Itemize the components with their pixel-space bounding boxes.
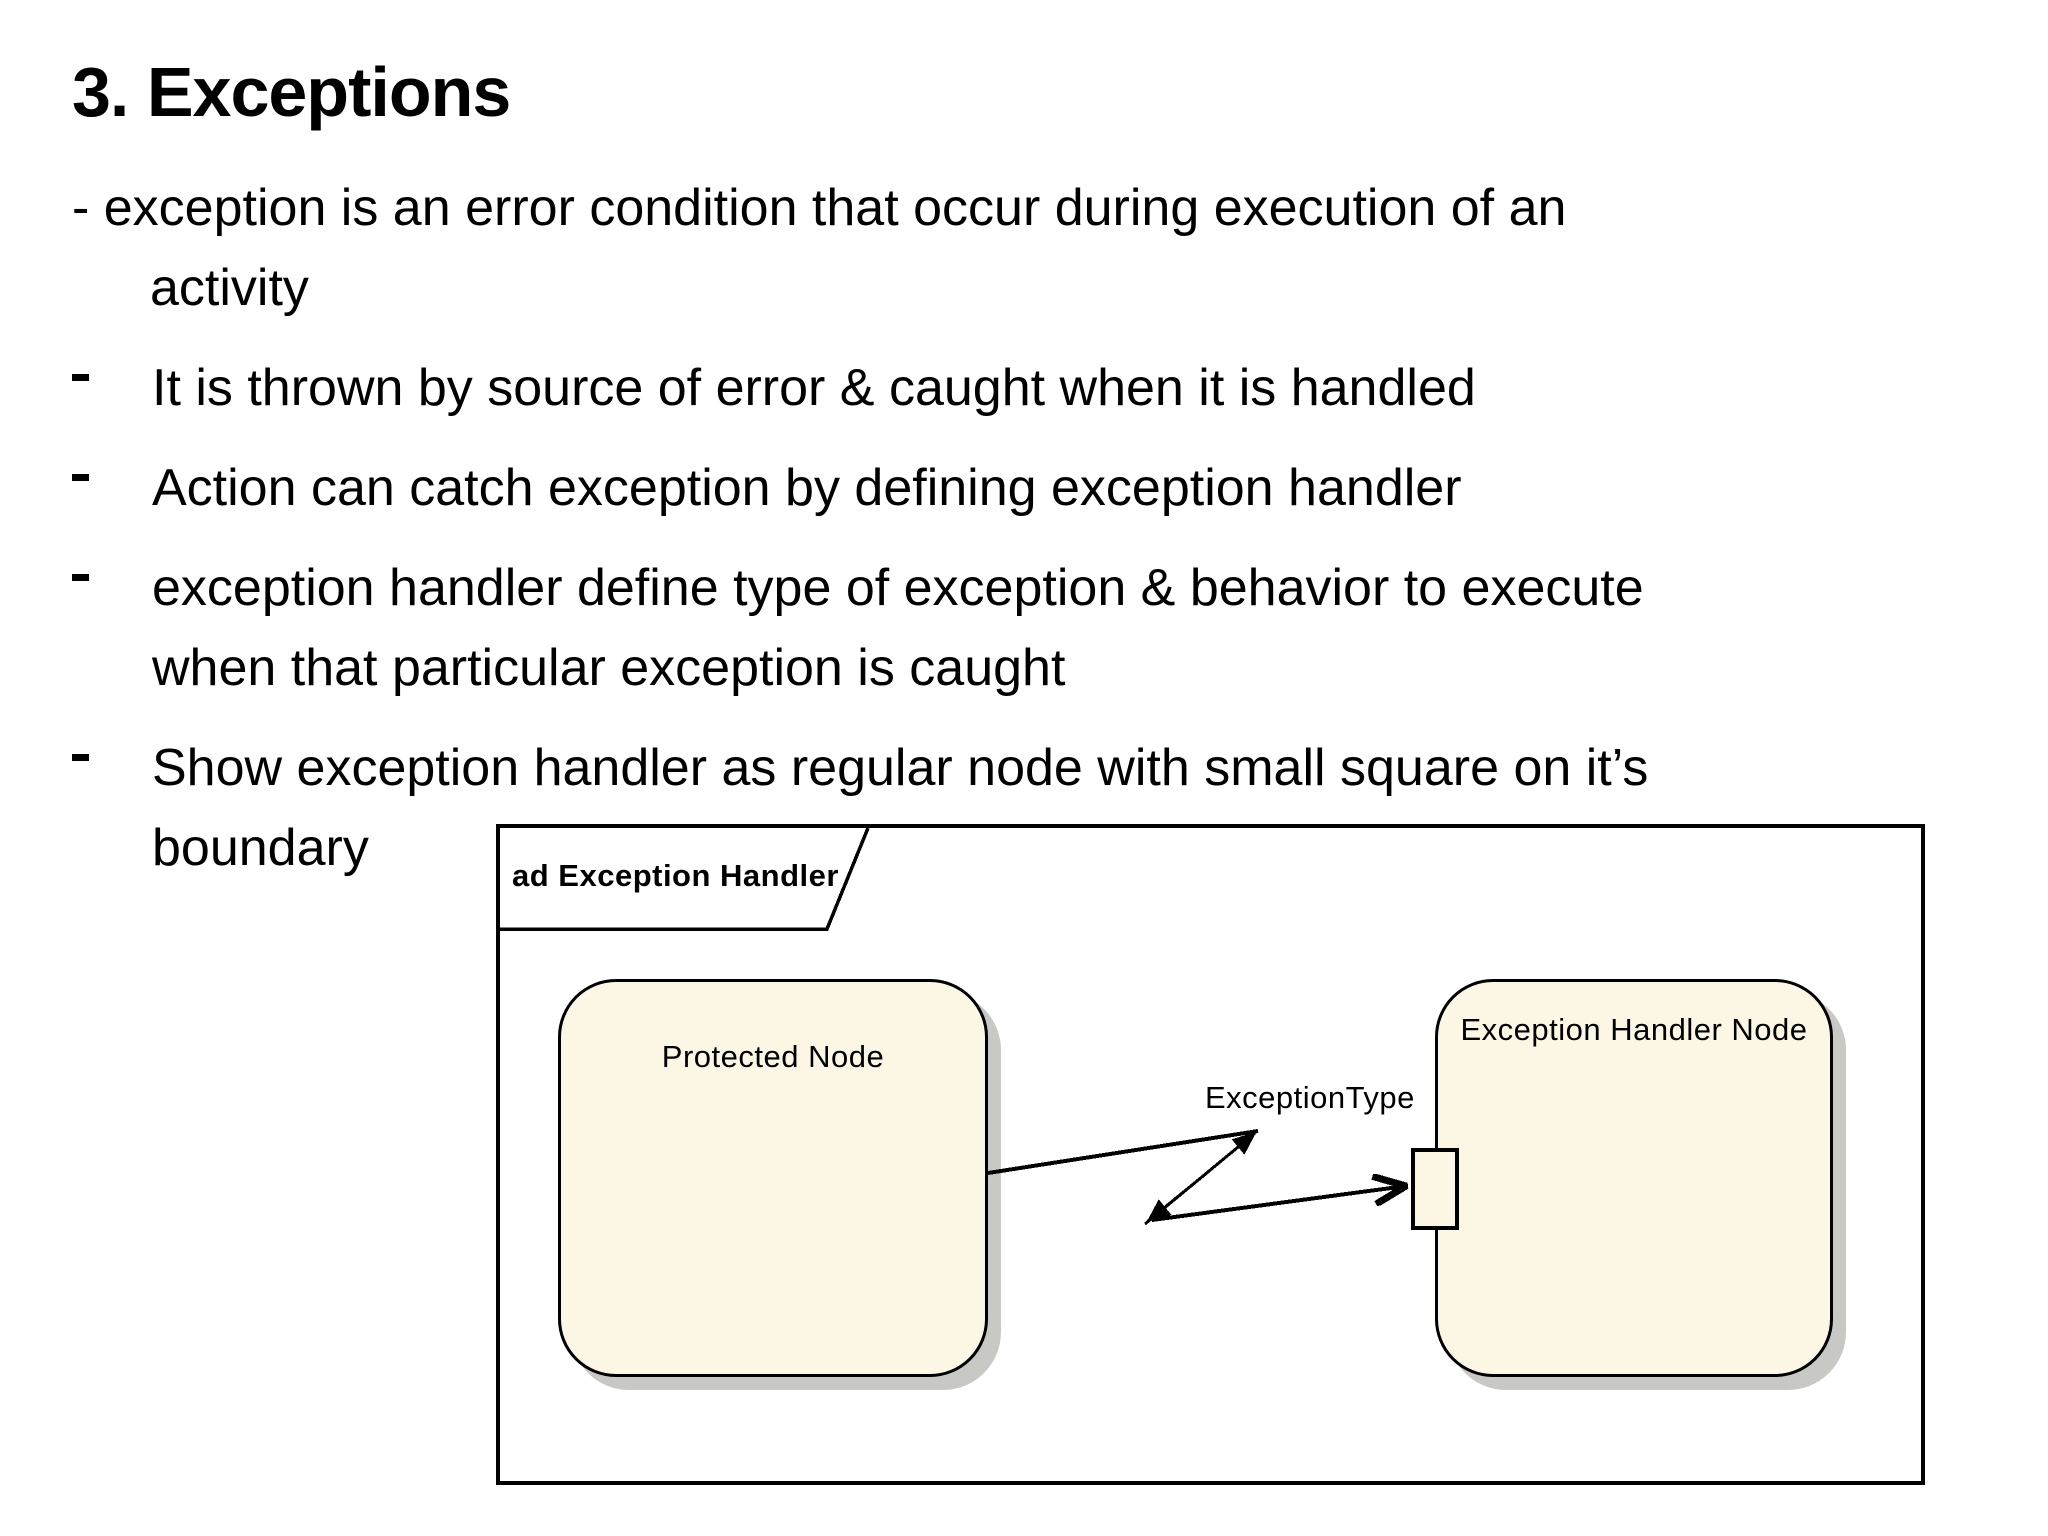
list-item-line: exception handler define type of excepti…: [152, 559, 1644, 617]
list-item-line: It is thrown by source of error & caught…: [152, 359, 1476, 417]
exception-handler-node-label: Exception Handler Node: [1460, 1012, 1808, 1047]
edge-type-label: ExceptionType: [1205, 1080, 1415, 1115]
list-item-line: Show exception handler as regular node w…: [152, 739, 1649, 797]
bullet-dash: [72, 474, 89, 481]
list-item-line: - exception is an error condition that o…: [72, 179, 1567, 237]
protected-node-label: Protected Node: [661, 1039, 885, 1074]
uml-activity-frame: Protected Node Exception Handler Node: [496, 824, 1925, 1485]
list-item-line: boundary: [152, 819, 369, 877]
list-item: It is thrown by source of error & caught…: [0, 348, 2048, 428]
list-item: Action can catch exception by defining e…: [0, 448, 2048, 528]
bullet-dash: [72, 754, 89, 761]
list-item: exception handler define type of excepti…: [0, 548, 2048, 708]
list-item-line: Action can catch exception by defining e…: [152, 459, 1462, 517]
protected-node: Protected Node: [558, 979, 988, 1377]
list-item: - exception is an error condition that o…: [0, 168, 2048, 328]
list-item-line: activity: [150, 259, 309, 317]
page-title: 3. Exceptions: [72, 53, 511, 131]
frame-tab-label: ad Exception Handler: [512, 858, 839, 893]
exception-handler-node: Exception Handler Node: [1435, 979, 1833, 1377]
list-item-line: when that particular exception is caught: [152, 639, 1066, 697]
bullet-dash: [72, 574, 89, 581]
bullet-dash: [72, 374, 89, 381]
list-item: Show exception handler as regular node w…: [0, 728, 2048, 888]
bullet-list: - exception is an error condition that o…: [0, 168, 2048, 888]
